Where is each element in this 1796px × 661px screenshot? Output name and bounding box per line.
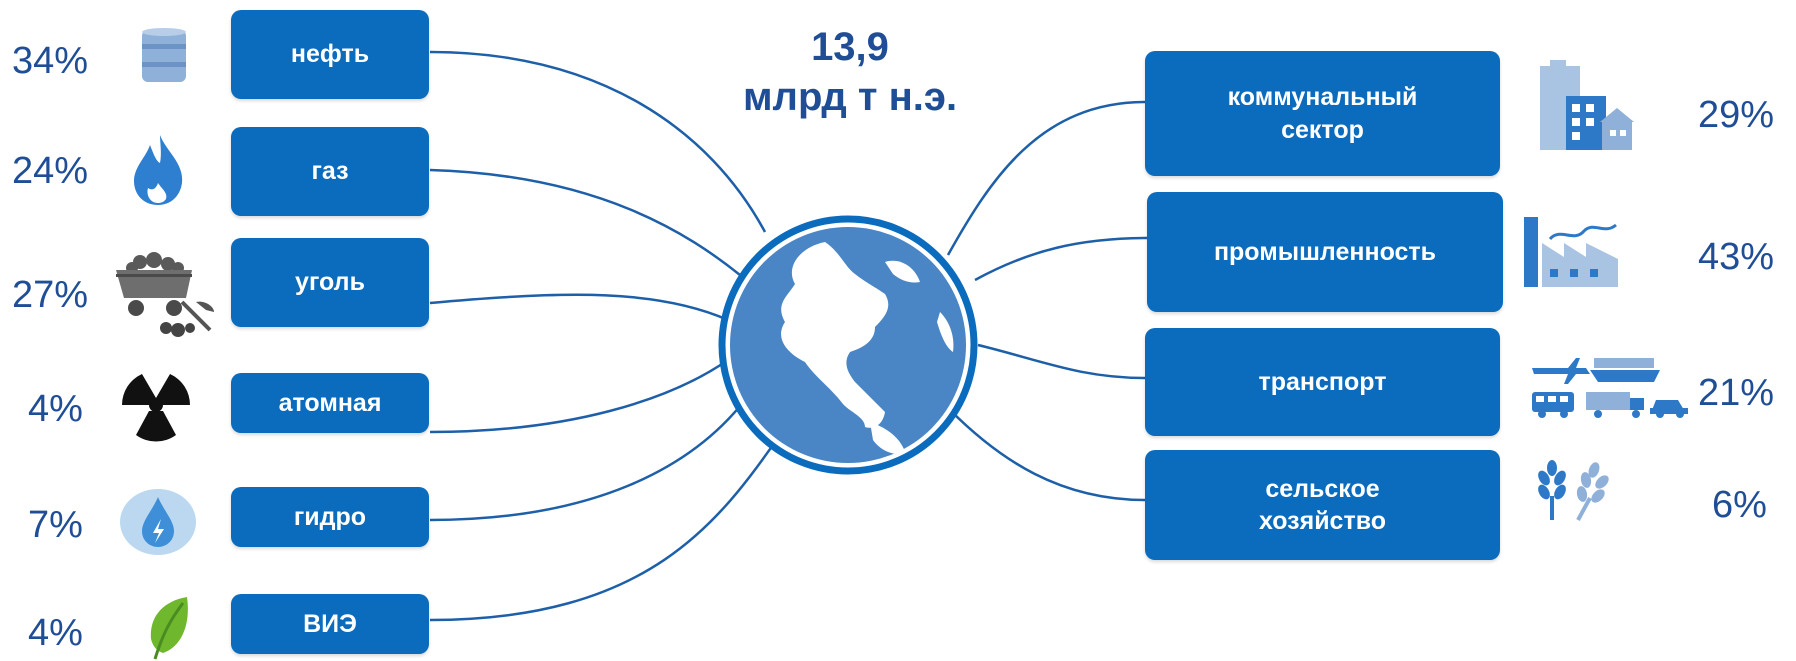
- buildings-icon: [1530, 58, 1640, 152]
- total-unit: млрд т н.э.: [742, 75, 958, 119]
- factory-icon: [1520, 213, 1624, 289]
- sector-label: промышленность: [1213, 237, 1437, 266]
- source-box-gas: газ: [231, 127, 429, 216]
- source-box-hydro: гидро: [231, 487, 429, 547]
- oil-barrel-icon: [138, 26, 190, 86]
- source-percent-hydro: 7%: [28, 504, 83, 546]
- wheat-icon: [1532, 458, 1622, 522]
- source-box-nuclear: атомная: [231, 373, 429, 433]
- source-box-oil: нефть: [231, 10, 429, 99]
- sector-box-agriculture: сельское хозяйство: [1145, 450, 1500, 560]
- source-percent-oil: 34%: [12, 40, 89, 82]
- sector-percent-industry: 43%: [1698, 236, 1775, 278]
- source-percent-gas: 24%: [12, 150, 89, 192]
- sector-label: коммунальный сектор: [1227, 83, 1418, 144]
- total-consumption: 13,9 млрд т н.э.: [700, 22, 1000, 122]
- source-label: атомная: [278, 388, 382, 417]
- connector-communal: [946, 100, 1146, 256]
- sector-label: сельское хозяйство: [1258, 474, 1387, 536]
- connector-agriculture: [949, 409, 1146, 502]
- leaf-icon: [143, 595, 193, 661]
- source-percent-nuclear: 4%: [28, 388, 83, 430]
- source-label: газ: [311, 157, 349, 186]
- connector-gas: [429, 168, 741, 276]
- connector-oil: [429, 50, 767, 233]
- source-box-renewable: ВИЭ: [231, 594, 429, 654]
- connector-hydro: [429, 399, 746, 522]
- hydro-drop-icon: [118, 487, 198, 557]
- gas-flame-icon: [130, 133, 186, 207]
- total-value: 13,9: [811, 25, 889, 69]
- radiation-icon: [114, 365, 198, 443]
- sector-percent-communal: 29%: [1698, 94, 1775, 136]
- source-percent-renewable: 4%: [28, 612, 83, 654]
- sector-percent-transport: 21%: [1698, 372, 1775, 414]
- connector-industry: [974, 236, 1151, 282]
- globe-icon: [715, 212, 981, 478]
- source-label: нефть: [290, 40, 370, 69]
- source-box-coal: уголь: [231, 238, 429, 327]
- source-label: гидро: [293, 502, 367, 531]
- sector-box-industry: промышленность: [1147, 192, 1503, 312]
- sector-percent-agriculture: 6%: [1712, 484, 1767, 526]
- connector-transport: [977, 343, 1146, 380]
- connector-renewable: [429, 434, 782, 622]
- sector-box-transport: транспорт: [1145, 328, 1500, 436]
- source-label: уголь: [295, 268, 365, 297]
- transport-icon: [1528, 352, 1698, 420]
- coal-cart-icon: [110, 252, 218, 337]
- connector-coal: [429, 293, 729, 322]
- source-label: ВИЭ: [303, 609, 357, 638]
- source-percent-coal: 27%: [12, 274, 89, 316]
- sector-label: транспорт: [1258, 367, 1387, 396]
- sector-box-communal: коммунальный сектор: [1145, 51, 1500, 176]
- connector-nuclear: [429, 358, 729, 434]
